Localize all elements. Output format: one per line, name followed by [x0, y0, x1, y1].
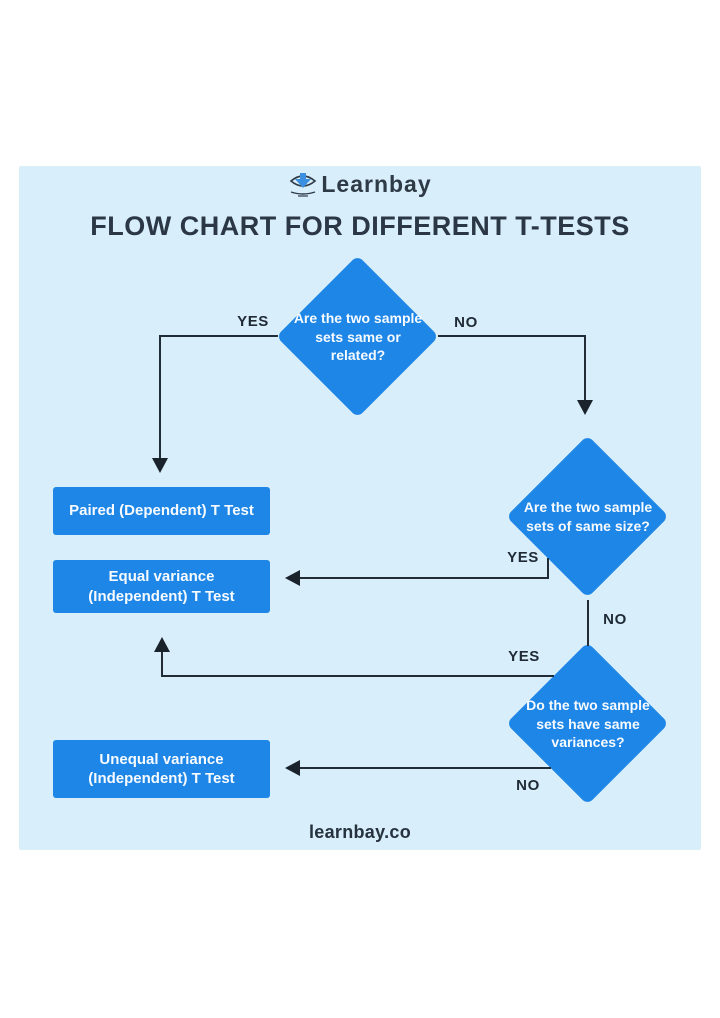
learnbay-down-arrow-icon [288, 170, 318, 198]
edge-label-no-d2: NO [603, 611, 627, 628]
logo: Learnbay [0, 170, 720, 198]
result-box-equal-variance-t-test: Equal variance (Independent) T Test [53, 560, 270, 613]
result-text-equal-line2: (Independent) T Test [88, 587, 235, 605]
result-text-equal-line1: Equal variance [108, 568, 215, 585]
edge-label-yes-d2: YES [507, 549, 539, 566]
edge-label-yes-d3: YES [508, 648, 540, 665]
edge-label-yes-d1: YES [237, 313, 269, 330]
edge-label-no-d1: NO [454, 314, 478, 331]
result-box-unequal-variance-t-test: Unequal variance (Independent) T Test [53, 740, 270, 798]
footer-site-text: learnbay.co [308, 822, 411, 842]
page-title: FLOW CHART FOR DIFFERENT T-TESTS [90, 211, 630, 241]
result-text-unequal-line1: Unequal variance [99, 750, 224, 768]
decision-text-same-variances: Do the two sample sets have same varianc… [526, 696, 650, 751]
result-text-paired: Paired (Dependent) T Test [69, 502, 254, 520]
logo-text: Learnbay [321, 170, 432, 197]
edge-label-no-d3: NO [516, 777, 540, 794]
result-text-unequal-line2: (Independent) T Test [88, 770, 235, 787]
decision-text-same-size: Are the two sample sets of same size? [523, 499, 653, 534]
decision-text-same-or-related: Are the two sample sets same or related? [293, 309, 423, 364]
result-box-paired-t-test: Paired (Dependent) T Test [53, 487, 270, 535]
